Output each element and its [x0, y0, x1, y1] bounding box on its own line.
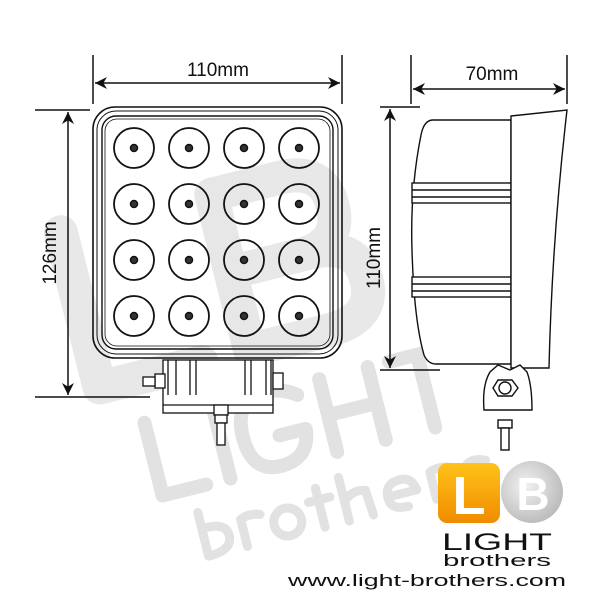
brand-logo: L B LIGHT brothers — [438, 461, 563, 570]
logo-line1: LIGHT — [442, 529, 553, 556]
led-center — [184, 255, 194, 265]
led-center — [239, 143, 249, 153]
led-center — [129, 143, 139, 153]
side-depth-label: 70mm — [466, 64, 519, 85]
led-ring — [223, 295, 265, 337]
front-height-label: 126mm — [40, 221, 61, 284]
led-ring — [113, 239, 155, 281]
led-ring — [278, 127, 320, 169]
led-center — [294, 311, 304, 321]
front-width-label: 110mm — [187, 60, 249, 81]
website-url: www.light-brothers.com — [286, 571, 566, 590]
led-center — [294, 199, 304, 209]
led-ring — [223, 183, 265, 225]
led-ring — [168, 295, 210, 337]
led-center — [184, 143, 194, 153]
side-view — [411, 109, 568, 451]
led-center — [129, 255, 139, 265]
led-ring — [278, 239, 320, 281]
dimension-front-width — [92, 55, 343, 104]
front-view — [92, 106, 343, 446]
led-grid — [113, 127, 320, 337]
dimension-side-height — [380, 106, 440, 371]
led-center — [239, 311, 249, 321]
logo-letter-b: B — [516, 468, 549, 520]
led-center — [294, 143, 304, 153]
led-ring — [113, 295, 155, 337]
dimension-front-height — [35, 109, 150, 398]
mounting-bracket — [142, 359, 284, 446]
led-center — [129, 199, 139, 209]
led-center — [239, 255, 249, 265]
led-center — [294, 255, 304, 265]
led-ring — [223, 127, 265, 169]
led-ring — [278, 295, 320, 337]
led-ring — [168, 239, 210, 281]
led-ring — [113, 183, 155, 225]
led-ring — [113, 127, 155, 169]
logo-line2: brothers — [443, 551, 551, 570]
led-center — [184, 311, 194, 321]
led-ring — [278, 183, 320, 225]
dimension-side-depth — [410, 55, 568, 104]
side-height-label: 110mm — [364, 227, 385, 289]
led-center — [129, 311, 139, 321]
logo-letter-l: L — [453, 466, 486, 526]
led-center — [239, 199, 249, 209]
led-ring — [168, 127, 210, 169]
led-center — [184, 199, 194, 209]
led-ring — [223, 239, 265, 281]
led-ring — [168, 183, 210, 225]
